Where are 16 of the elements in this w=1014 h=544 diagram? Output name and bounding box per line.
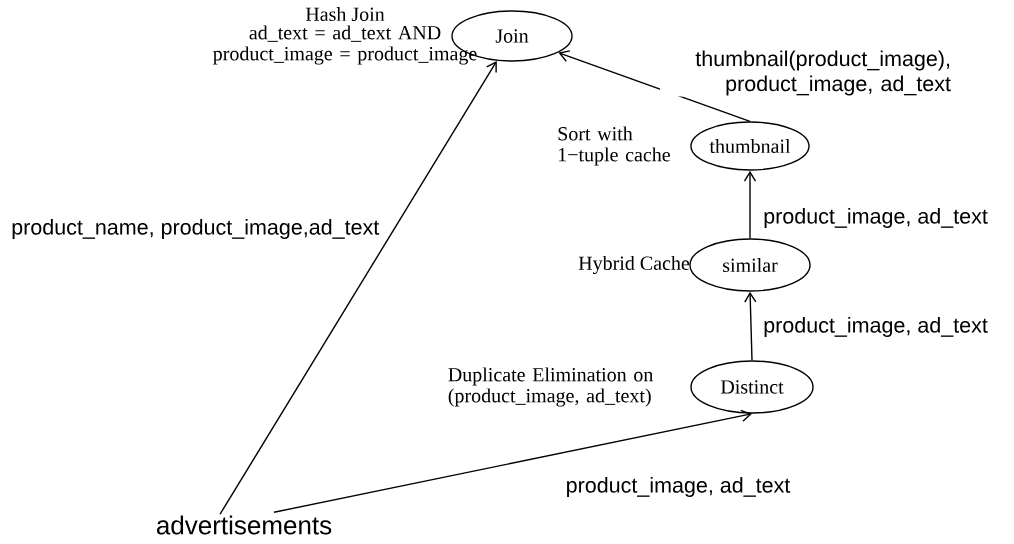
operator-note: Duplicate Elimination on (product_image, ad_text) (448, 367, 654, 407)
table-name: advertisements (156, 515, 332, 535)
edge-label: product_image, ad_text (762, 316, 989, 339)
arrow (273, 409, 752, 513)
operator-note: Sort with 1−tuple cache (558, 126, 670, 166)
edge-label: product_image, ad_text (762, 207, 989, 229)
arrow (744, 291, 757, 361)
arrow (219, 60, 497, 515)
operator-note: Hybrid Cache (578, 255, 690, 275)
edge-label: product_image, ad_text (564, 476, 792, 499)
operator-note: Hash Join (305, 6, 385, 22)
edge-label: thumbnail(product_image), product_image, ad_text (660, 49, 952, 97)
operator-note: ad_text = ad_text AND product_image = product_image (213, 25, 477, 65)
arrow (743, 170, 757, 239)
edge-label: product_name, product_image,ad_text (10, 218, 381, 240)
arrow (558, 50, 751, 122)
